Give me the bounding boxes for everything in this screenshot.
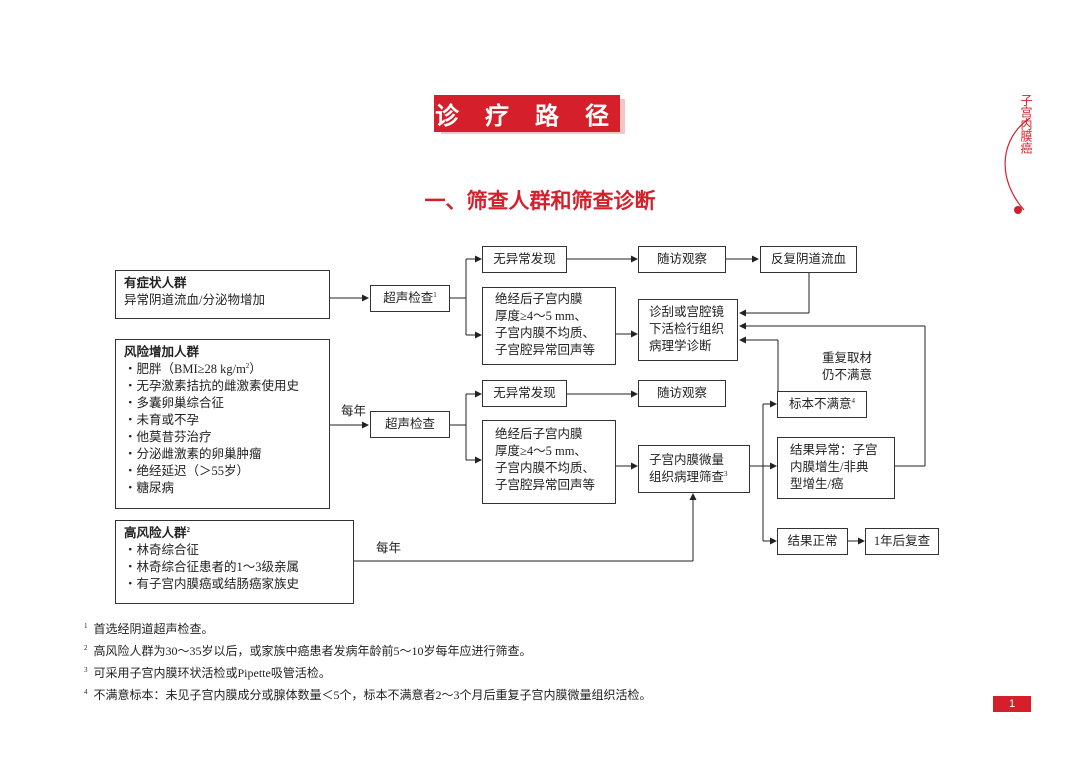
- increased-risk-title: 风险增加人群: [124, 345, 200, 359]
- high-risk-title: 高风险人群2: [124, 525, 191, 540]
- postmeno-line: 子宫内膜不均质、: [495, 326, 596, 340]
- risk-item: ・分泌雌激素的卵巢肿瘤: [124, 447, 262, 461]
- followup-box-2: 随访观察: [638, 380, 726, 407]
- postmeno-line: 绝经后子宫内膜: [495, 427, 583, 441]
- high-risk-item: ・有子宫内膜癌或结肠癌家族史: [124, 577, 300, 591]
- followup-box-1: 随访观察: [638, 246, 726, 273]
- symptomatic-desc: 异常阴道流血/分泌物增加: [124, 293, 265, 307]
- risk-item: ・肥胖（BMI≥28 kg/m2）: [124, 361, 262, 376]
- repeated-bleeding-box: 反复阴道流血: [760, 246, 857, 273]
- no-abnormal-box-1: 无异常发现: [482, 246, 567, 273]
- ultrasound-box-1: 超声检查1: [370, 285, 450, 312]
- symptomatic-title: 有症状人群: [124, 276, 187, 290]
- risk-item: ・未育或不孕: [124, 413, 200, 427]
- postmeno-line: 厚度≥4～5 mm、: [495, 309, 587, 323]
- curettage-line: 病理学诊断: [649, 339, 712, 353]
- risk-item: ・多囊卵巢综合征: [124, 396, 225, 410]
- unsatisfactory-box: 标本不满意4: [777, 391, 867, 418]
- postmeno-line: 子宫腔异常回声等: [495, 478, 596, 492]
- abnormal-result-line: 结果异常：子宫: [790, 443, 878, 457]
- risk-item: ・绝经延迟（＞55岁）: [124, 464, 250, 478]
- micro-screen-line: 子宫内膜微量: [649, 453, 725, 467]
- postmeno-line: 子宫内膜不均质、: [495, 461, 596, 475]
- curettage-line: 诊刮或宫腔镜: [649, 305, 725, 319]
- no-abnormal-box-2: 无异常发现: [482, 380, 567, 407]
- micro-screen-box: 子宫内膜微量 组织病理筛查3: [638, 445, 750, 493]
- footnote: 4 不满意标本：未见子宫内膜成分或腺体数量＜5个，标本不满意者2～3个月后重复子…: [84, 688, 652, 702]
- repeat-sampling-line: 仍不满意: [822, 368, 873, 382]
- recheck-box: 1年后复查: [865, 528, 939, 555]
- postmeno-line: 子宫腔异常回声等: [495, 343, 596, 357]
- footnote: 1 首选经阴道超声检查。: [84, 622, 214, 636]
- side-decoration: [1004, 118, 1031, 214]
- abnormal-result-line: 型增生/癌: [790, 477, 844, 491]
- curettage-line: 下活检行组织: [649, 322, 725, 336]
- abnormal-result-line: 内膜增生/非典: [790, 460, 869, 474]
- yearly-label-2: 每年: [376, 541, 402, 555]
- risk-item: ・他莫昔芬治疗: [124, 430, 212, 444]
- high-risk-box: 高风险人群2 ・林奇综合征 ・林奇综合征患者的1～3级亲属 ・有子宫内膜癌或结肠…: [115, 520, 354, 604]
- high-risk-item: ・林奇综合征患者的1～3级亲属: [124, 560, 300, 574]
- postmeno-box-1: 绝经后子宫内膜 厚度≥4～5 mm、 子宫内膜不均质、 子宫腔异常回声等: [482, 287, 616, 365]
- section-title: 一、筛查人群和筛查诊断: [424, 189, 656, 213]
- postmeno-box-2: 绝经后子宫内膜 厚度≥4～5 mm、 子宫内膜不均质、 子宫腔异常回声等: [482, 420, 616, 504]
- symptomatic-group-box: 有症状人群 异常阴道流血/分泌物增加: [115, 270, 330, 319]
- high-risk-item: ・林奇综合征: [124, 543, 200, 557]
- risk-item: ・无孕激素拮抗的雌激素使用史: [124, 379, 300, 393]
- micro-screen-line: 组织病理筛查3: [649, 469, 728, 484]
- yearly-label-1: 每年: [341, 404, 367, 418]
- postmeno-line: 绝经后子宫内膜: [495, 292, 583, 306]
- postmeno-line: 厚度≥4～5 mm、: [495, 444, 587, 458]
- footnote: 3 可采用子宫内膜环状活检或Pipette吸管活检。: [84, 666, 331, 680]
- repeat-sampling-label: 重复取材 仍不满意: [822, 350, 872, 384]
- abnormal-result-box: 结果异常：子宫 内膜增生/非典 型增生/癌: [777, 437, 895, 499]
- ultrasound-box-2: 超声检查: [370, 411, 450, 438]
- side-chapter-label: 子宫内膜癌: [1019, 94, 1033, 154]
- page-number: 1: [993, 696, 1031, 712]
- curettage-box: 诊刮或宫腔镜 下活检行组织 病理学诊断: [638, 299, 738, 361]
- page-title: 诊 疗 路 径: [434, 95, 620, 132]
- repeat-sampling-line: 重复取材: [822, 351, 873, 365]
- footnote: 2 高风险人群为30～35岁以后，或家族中癌患者发病年龄前5～10岁每年应进行筛…: [84, 644, 532, 658]
- increased-risk-box: 风险增加人群 ・肥胖（BMI≥28 kg/m2） ・无孕激素拮抗的雌激素使用史 …: [115, 339, 330, 509]
- normal-result-box: 结果正常: [777, 528, 848, 555]
- risk-item: ・糖尿病: [124, 481, 175, 495]
